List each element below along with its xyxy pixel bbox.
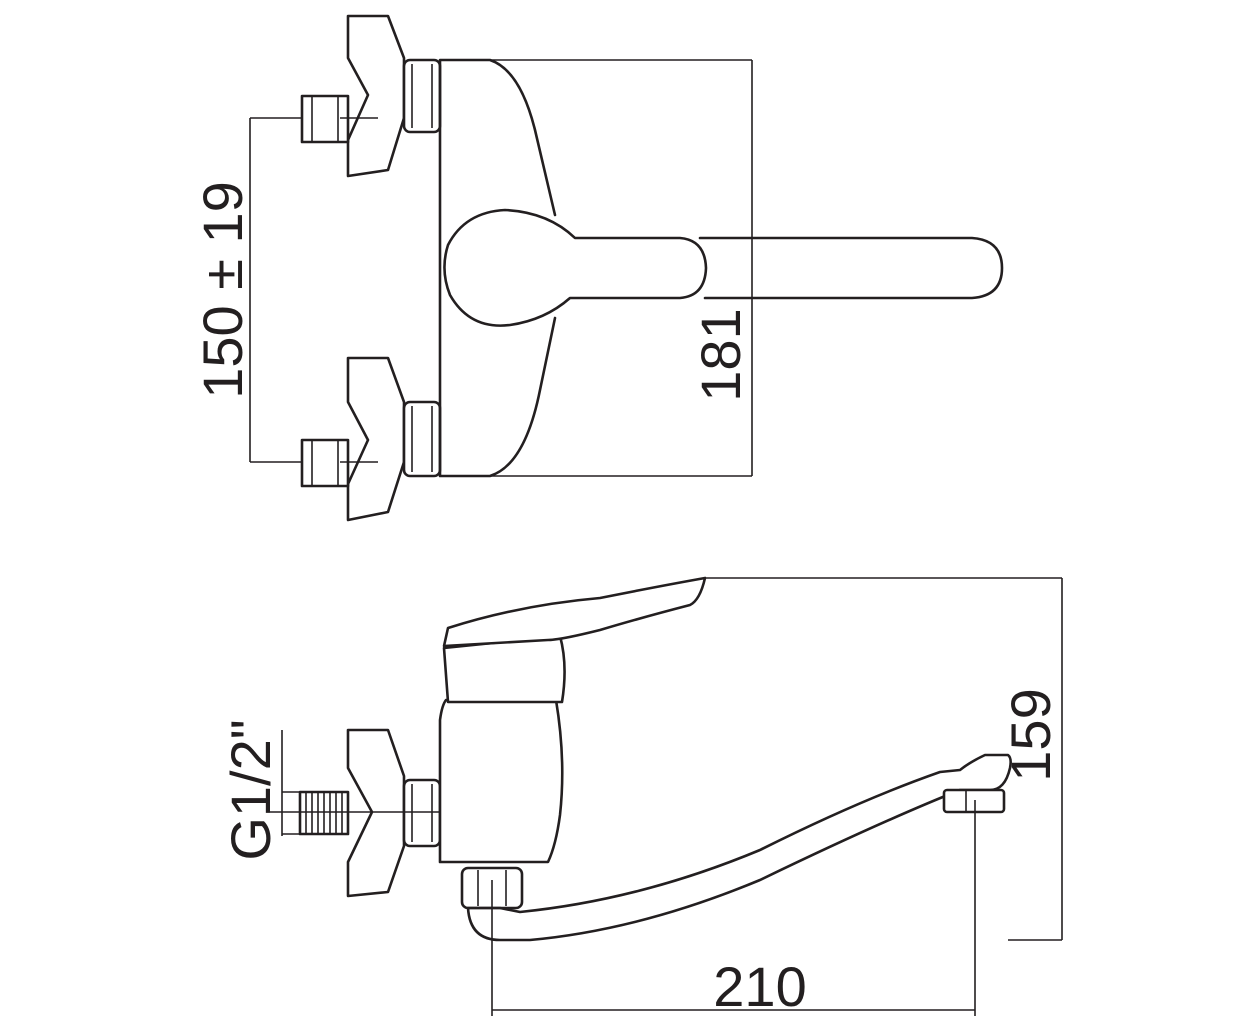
inlet-spacing-label: 150 ± 19 (191, 181, 254, 399)
upper-nut (402, 58, 442, 134)
upper-inlet-pipe (300, 94, 350, 144)
lever-handle-side (442, 576, 707, 648)
upper-flange (346, 14, 406, 178)
spout-side (466, 753, 1012, 942)
thread-size-label: G1/2" (219, 719, 282, 860)
body-height-label: 181 (689, 308, 752, 401)
lower-flange (346, 356, 406, 522)
aerator (942, 788, 1006, 814)
side-nut (402, 778, 442, 848)
lower-nut (402, 400, 442, 478)
top-view: 150 ± 19 181 (191, 14, 1004, 522)
side-flange (346, 728, 406, 898)
mixer-body-side (438, 698, 564, 864)
overall-height-label: 159 (999, 688, 1062, 781)
lever-handle-top (443, 208, 708, 327)
spout-top (698, 236, 1004, 300)
lower-inlet-pipe (300, 438, 350, 488)
side-view: G1/2" 159 210 (219, 576, 1063, 1018)
spout-reach-label: 210 (713, 955, 806, 1018)
